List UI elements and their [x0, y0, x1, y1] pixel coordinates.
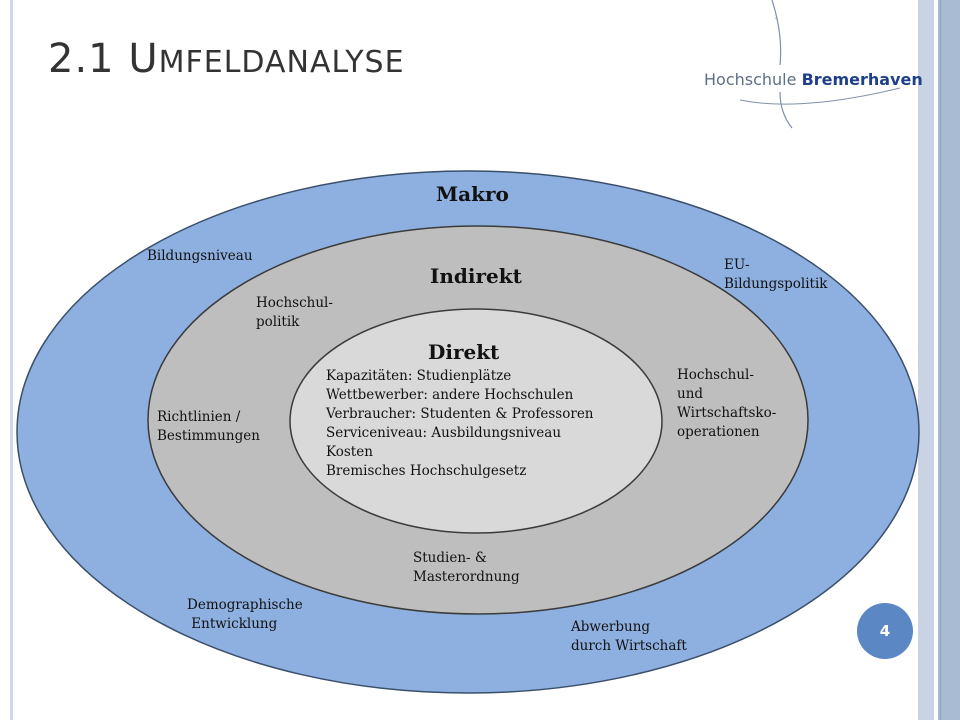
makro-factor: EU- Bildungspolitik [724, 257, 828, 292]
direkt-factor: Verbraucher: Studenten & Professoren [326, 406, 594, 422]
svg-text:~: ~ [773, 15, 780, 20]
direkt-factor: Kapazitäten: Studienplätze [326, 368, 512, 384]
right-decor-bar [918, 0, 934, 720]
indirekt-factor: Hochschul- politik [256, 295, 333, 330]
direkt-factor-list: Kapazitäten: Studienplätze Wettbewerber:… [326, 367, 594, 481]
direkt-factor: Serviceniveau: Ausbildungsniveau [326, 425, 562, 441]
logo-text-2: Bremerhaven [801, 70, 923, 89]
logo-text-1: Hochschule [704, 70, 797, 89]
direkt-core [289, 308, 663, 534]
right-decor-bar-outer [938, 0, 960, 720]
direkt-heading: Direkt [428, 340, 500, 364]
title-rest: MFELDANALYSE [158, 45, 405, 80]
direkt-factor: Bremisches Hochschulgesetz [326, 463, 527, 479]
logo-wordmark: Hochschule Bremerhaven [704, 70, 923, 89]
direkt-factor: Wettbewerber: andere Hochschulen [326, 387, 574, 403]
indirekt-factor: Studien- & Masterordnung [413, 550, 520, 585]
right-decor-line [940, 0, 941, 720]
makro-factor: Demographische Entwicklung [187, 597, 303, 632]
right-decor-gap [934, 0, 938, 720]
indirekt-heading: Indirekt [430, 264, 522, 288]
title-first-letter: U [128, 36, 159, 82]
indirekt-factor: Hochschul- und Wirtschaftsko- operatione… [677, 367, 777, 440]
title-number: 2.1 [48, 36, 115, 82]
slide-title: 2.1 UMFELDANALYSE [48, 36, 405, 82]
indirekt-factor: Richtlinien / Bestimmungen [157, 409, 260, 444]
direkt-factor: Kosten [326, 444, 373, 460]
makro-heading: Makro [436, 182, 509, 206]
university-logo: ~ [739, 0, 901, 129]
makro-factor: Bildungsniveau [147, 248, 253, 264]
left-frame-line [10, 0, 13, 720]
makro-factor: Abwerbung durch Wirtschaft [571, 619, 687, 654]
page-number-badge: 4 [857, 603, 913, 659]
